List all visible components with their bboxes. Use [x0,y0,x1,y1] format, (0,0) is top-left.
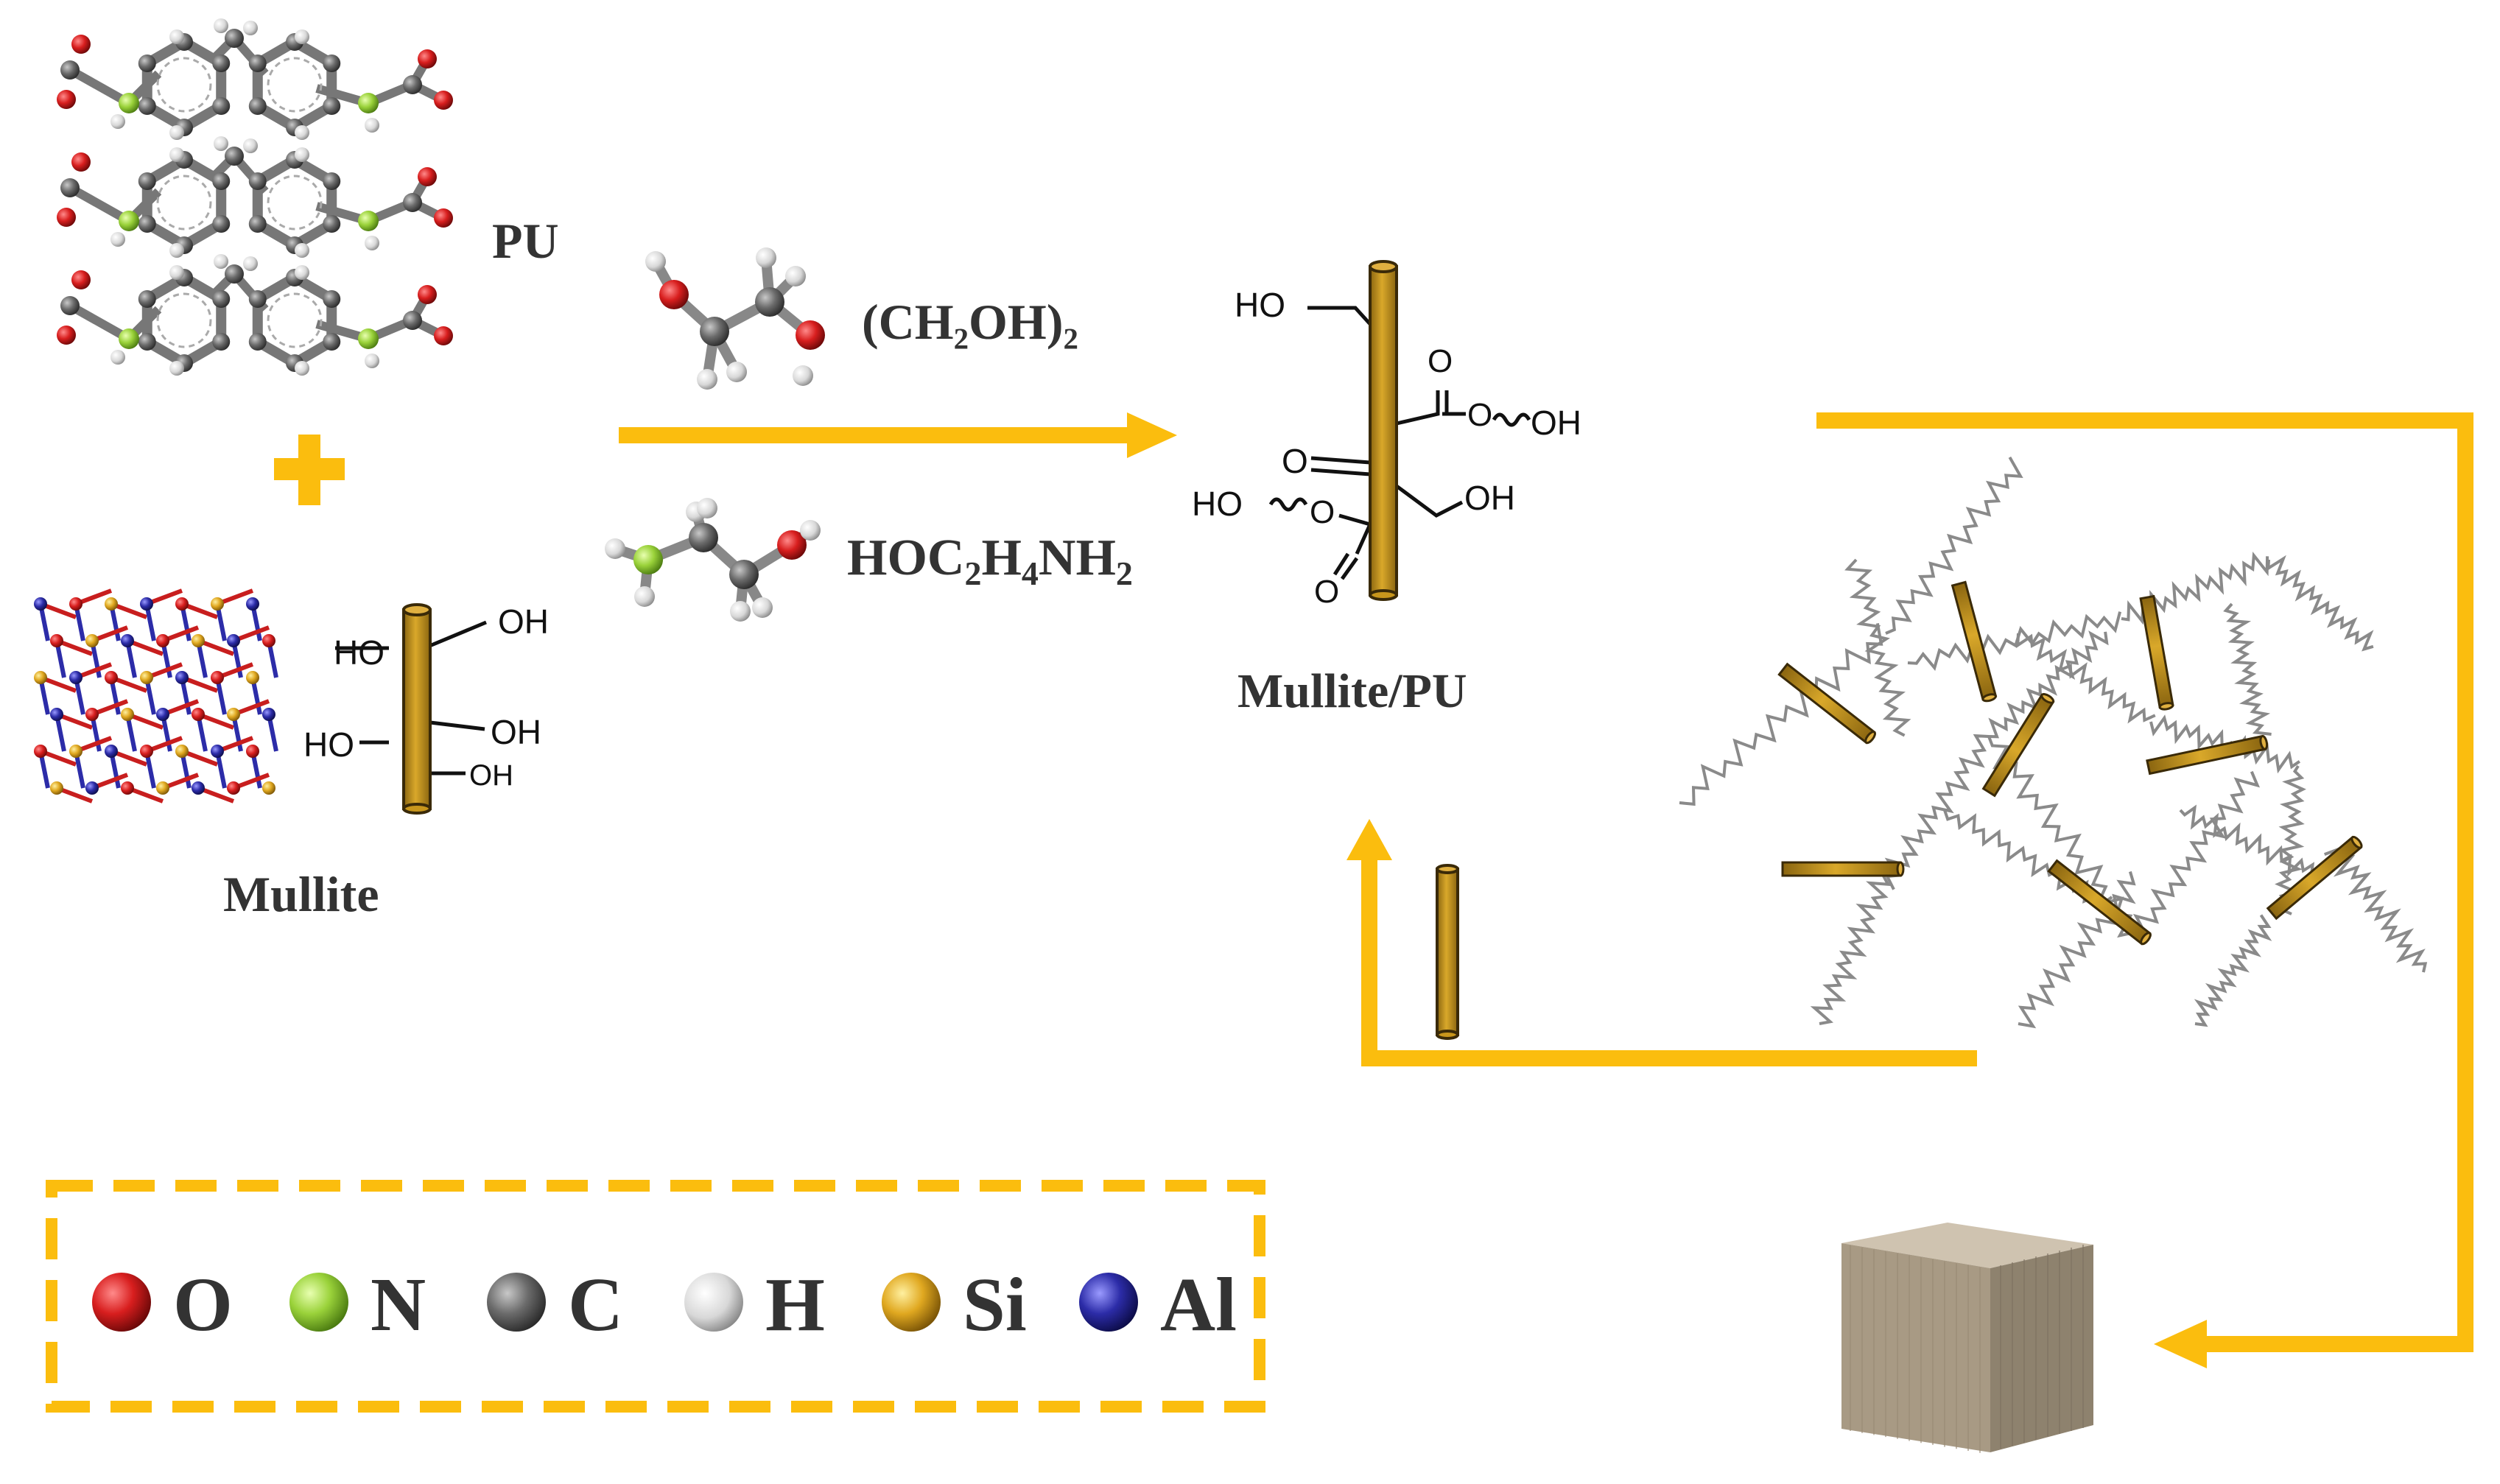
pu-chain [57,254,453,376]
mullite-group-oh-3: OH [469,759,513,792]
legend-swatch-n [289,1273,348,1332]
mullite-group-ho-1: HO [334,633,385,672]
product-group-o-carbonyl-top: O [1428,343,1453,379]
reagent1-label: (CH₂OH)₂ [862,294,1078,350]
mullite-group-oh-1: OH [498,602,549,641]
product-rod [1369,260,1398,601]
composite-network [1679,456,2428,1029]
mullite-group-ho-2: HO [303,725,354,764]
product-group-o-ester-bottom: O [1310,494,1335,530]
product-group-o-ketone: O [1282,442,1308,480]
legend-symbol-si: Si [963,1262,1027,1347]
product-group-o-ester-top: O [1467,397,1492,433]
legend-symbol-h: H [765,1262,825,1347]
mullite-group-oh-2: OH [491,713,541,751]
legend-swatch-al [1079,1273,1138,1332]
output-arrow [1816,412,2473,1368]
plus-sign [274,435,345,505]
reagent2-label: HOC2H4NH2 [847,530,1133,592]
ethylene-glycol-model [645,247,825,390]
legend-swatch-o [92,1273,151,1332]
legend-symbol-o: O [173,1262,233,1347]
ethanolamine-model [605,498,821,622]
product-label: Mullite/PU [1237,664,1467,718]
legend-swatch-h [684,1273,743,1332]
legend-item-si: Si [882,1262,1027,1347]
legend-swatch-c [487,1273,546,1332]
legend-symbol-c: C [568,1262,623,1347]
mullite-rod [402,603,432,815]
pu-molecule-models [57,18,453,376]
pu-chain [57,18,453,140]
legend-item-al: Al [1079,1262,1237,1347]
product-group-ho-top: HO [1235,286,1285,324]
legend-item-o: O [92,1262,233,1347]
product-group-oh-lower-right: OH [1464,479,1515,517]
legend-symbol-n: N [371,1262,426,1347]
legend-item-n: N [289,1262,426,1347]
legend-swatch-si [882,1273,941,1332]
mullite-rod-with-hydroxyl: HO OH HO OH OH [303,602,549,815]
legend-symbol-al: Al [1160,1262,1237,1347]
legend-item-c: C [487,1262,623,1347]
product-group-o-carbonyl-bottom: O [1314,574,1339,610]
mullite-label: Mullite [223,866,379,922]
product-structure: HO O O OH O HO O O OH [1192,260,1581,610]
recycle-arrow [1346,819,1977,1066]
foam-cube [1841,1223,2093,1453]
pu-label: PU [492,213,559,269]
product-group-ho-left: HO [1192,485,1243,523]
legend-item-h: H [684,1262,825,1347]
composite-network-rods [1777,580,2363,946]
reaction-arrow [619,412,1177,458]
pu-chain [57,136,453,258]
mullite-lattice-model [34,588,278,803]
single-rod [1436,864,1459,1040]
product-group-oh-right: OH [1531,404,1581,442]
element-legend: O N C H Si Al [46,1180,1265,1413]
